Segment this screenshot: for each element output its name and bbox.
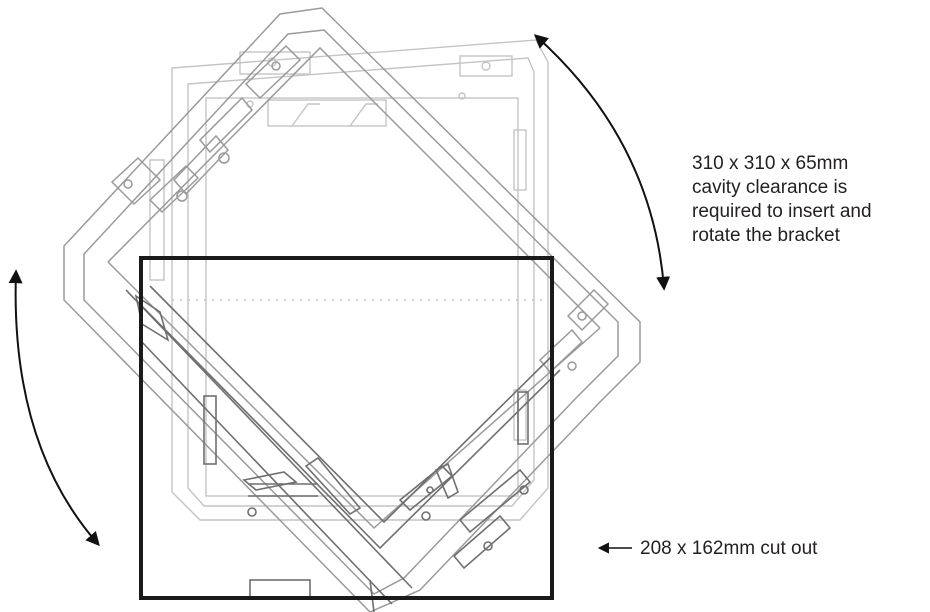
rotation-arrow-right: [533, 34, 671, 291]
clearance-note-line-4: rotate the bracket: [692, 225, 840, 246]
bracket-upright-outline: [149, 39, 549, 521]
rotation-arrow-left: [8, 269, 100, 547]
clearance-note-line-3: required to insert and: [692, 201, 872, 222]
cutout-note: 208 x 162mm cut out: [640, 538, 818, 559]
bracket-upright-top-tabs: [239, 51, 513, 127]
bracket-insert-position: [125, 285, 561, 612]
bracket-rotated-tabs: [110, 44, 610, 374]
cutout-outline: [139, 256, 554, 600]
clearance-note-line-2: cavity clearance is: [692, 177, 848, 198]
bracket-rotated-outline: [63, 7, 641, 612]
clearance-note: 310 x 310 x 65mm cavity clearance is req…: [692, 152, 928, 248]
clearance-note-line-1: 310 x 310 x 65mm: [692, 153, 849, 174]
